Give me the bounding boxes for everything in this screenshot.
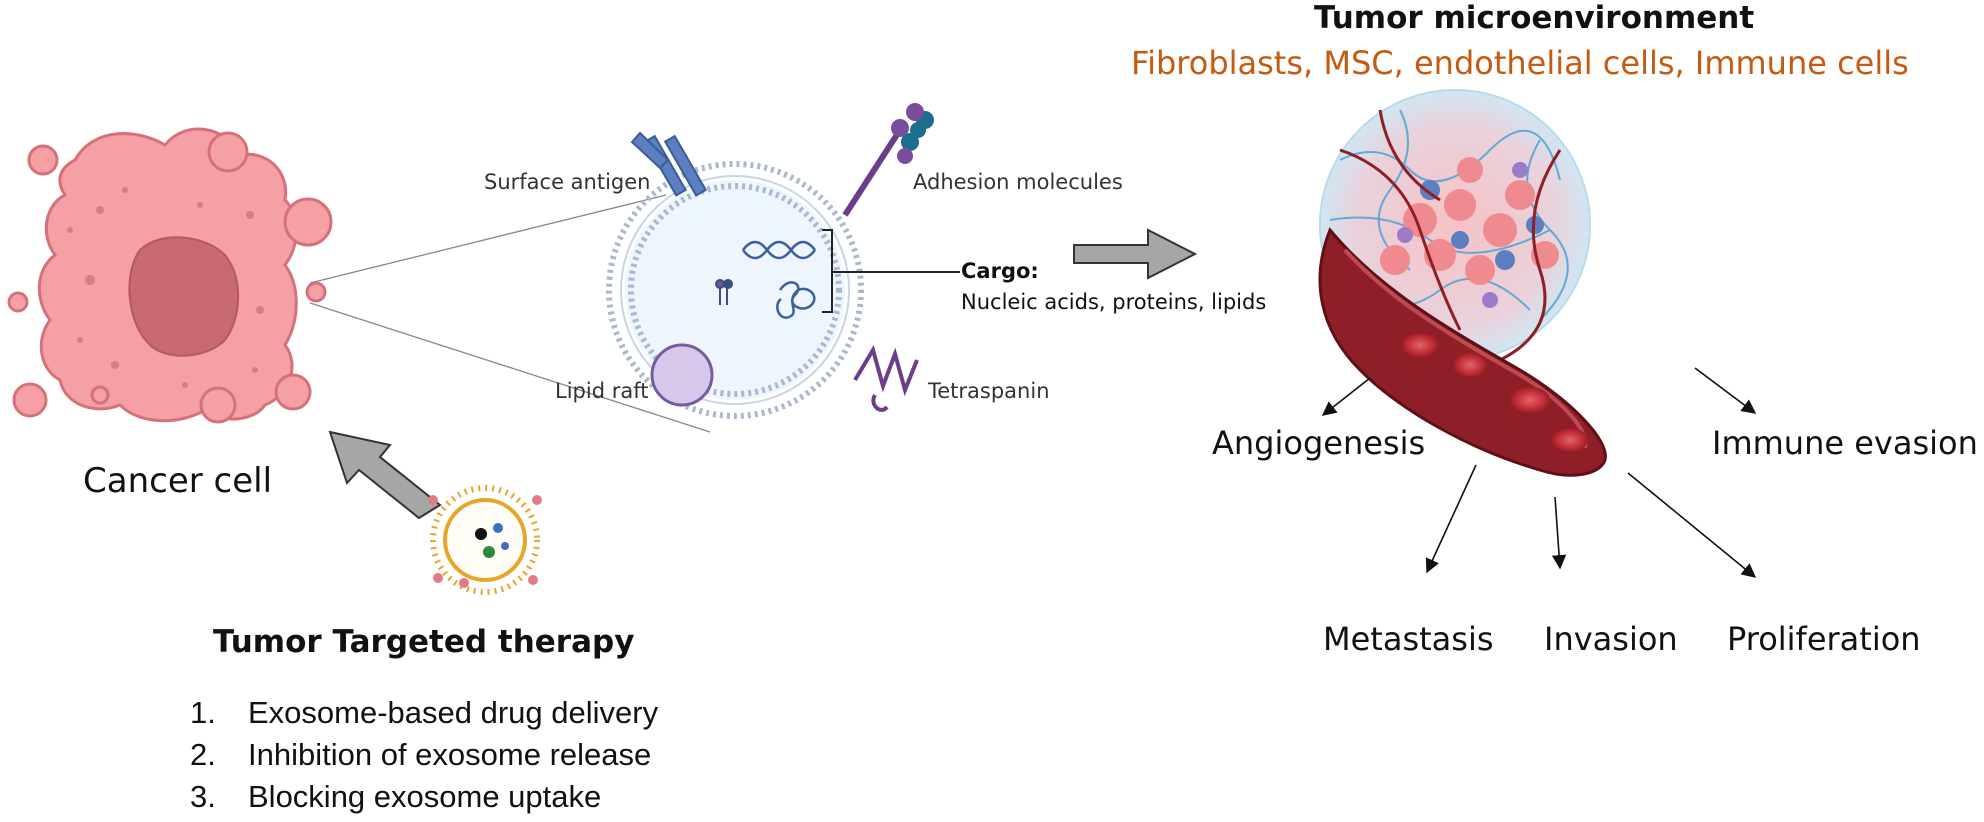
- arrow-immune-evasion: [1694, 367, 1757, 414]
- cargo-text: Nucleic acids, proteins, lipids: [961, 290, 1267, 314]
- therapy-list: 1.Exosome-based drug delivery 2.Inhibiti…: [190, 692, 658, 818]
- drug-exosome-icon: [428, 485, 542, 595]
- protein-icon: [776, 281, 816, 319]
- surface-antigen-icon: [630, 131, 708, 197]
- outcome-invasion: Invasion: [1544, 620, 1678, 658]
- lipid-icon: [715, 279, 733, 305]
- exosome-diagram: [606, 103, 960, 419]
- surface-antigen-label: Surface antigen: [484, 170, 651, 194]
- lipid-raft-label: Lipid raft: [555, 379, 649, 403]
- outcome-proliferation: Proliferation: [1727, 620, 1921, 658]
- arrow-to-microenvironment: [1073, 228, 1198, 280]
- outcome-angiogenesis: Angiogenesis: [1212, 424, 1426, 462]
- zoom-line-bottom: [309, 302, 711, 433]
- outcome-metastasis: Metastasis: [1323, 620, 1494, 658]
- cancer-cell-label: Cancer cell: [83, 461, 273, 501]
- cargo-title: Cargo:: [961, 259, 1039, 283]
- dna-icon: [742, 240, 816, 260]
- zoom-line-top: [309, 194, 667, 284]
- arrow-proliferation: [1627, 472, 1757, 578]
- arrow-to-cancer-cell: [328, 430, 442, 520]
- outcome-arrows: [1321, 367, 1757, 578]
- tme-subtitle: Fibroblasts, MSC, endothelial cells, Imm…: [1131, 44, 1909, 82]
- adhesion-molecules-label: Adhesion molecules: [913, 170, 1123, 194]
- tetraspanin-label: Tetraspanin: [928, 379, 1050, 403]
- adhesion-molecule-icon: [842, 103, 934, 217]
- tme-title: Tumor microenvironment: [1314, 0, 1755, 36]
- lipid-raft-icon: [650, 343, 714, 407]
- therapy-item-3: 3.Blocking exosome uptake: [190, 779, 602, 814]
- cancer-cell: [7, 127, 333, 424]
- therapy-item-2: 2.Inhibition of exosome release: [190, 737, 652, 772]
- red-blood-cells: [1402, 333, 1588, 452]
- tetraspanin-icon: [853, 344, 919, 412]
- tumor-microenvironment-illustration: [1318, 89, 1607, 477]
- outcome-immune-evasion: Immune evasion: [1712, 424, 1978, 462]
- arrow-angiogenesis: [1321, 377, 1371, 416]
- therapy-title: Tumor Targeted therapy: [213, 624, 635, 660]
- therapy-item-1: 1.Exosome-based drug delivery: [190, 695, 659, 730]
- cargo-bracket: [822, 229, 960, 313]
- arrow-metastasis: [1425, 464, 1477, 574]
- arrow-invasion: [1551, 496, 1567, 570]
